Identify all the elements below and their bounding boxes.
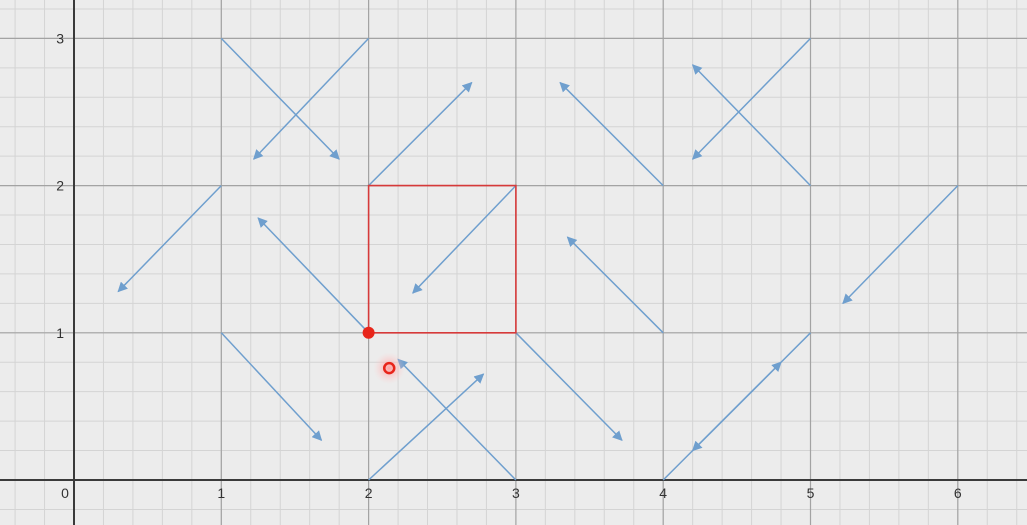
cursor-ring — [382, 361, 396, 375]
vector-arrow — [368, 81, 473, 187]
unit-square — [367, 184, 517, 334]
vector-arrow — [412, 185, 517, 294]
vector-arrow — [368, 373, 485, 481]
x-tick-label: 0 — [61, 485, 69, 501]
cursor-glow — [373, 352, 406, 385]
vector-arrow — [220, 332, 323, 441]
x-tick-label: 4 — [659, 485, 667, 501]
vector-arrow — [253, 37, 370, 160]
vector-arrow — [515, 332, 623, 441]
x-tick-label: 2 — [365, 485, 373, 501]
vector-arrow — [559, 81, 664, 187]
vector-arrow — [257, 217, 370, 334]
vector-arrow — [566, 236, 664, 334]
y-tick-label: 2 — [56, 178, 64, 194]
vector-arrow — [691, 64, 812, 187]
vector-arrow — [691, 37, 812, 160]
y-tick-label: 3 — [56, 30, 64, 46]
vector-arrow — [397, 358, 517, 481]
x-tick-label: 5 — [807, 485, 815, 501]
x-tick-label: 1 — [217, 485, 225, 501]
y-axis-tick-labels: 1 2 3 — [56, 30, 64, 340]
unit-square-layer — [367, 184, 517, 334]
x-axis-tick-labels: 0 1 2 3 4 5 6 — [61, 485, 962, 501]
point-layer — [362, 326, 375, 339]
red-point — [362, 326, 375, 339]
x-tick-label: 3 — [512, 485, 520, 501]
y-tick-label: 1 — [56, 325, 64, 341]
x-tick-label: 6 — [954, 485, 962, 501]
cursor-layer — [373, 352, 406, 385]
vector-arrow — [117, 185, 222, 293]
vector-arrow — [220, 37, 340, 160]
vector-arrow — [842, 185, 959, 305]
vector-arrows — [117, 37, 959, 481]
vector-arrow — [691, 332, 812, 452]
